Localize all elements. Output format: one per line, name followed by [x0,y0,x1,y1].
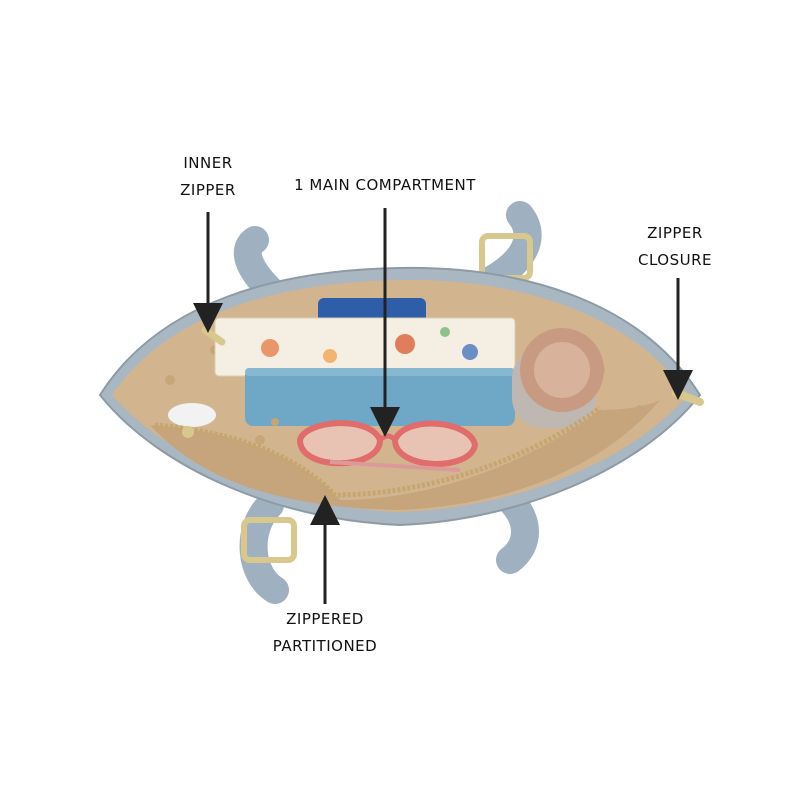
partition-zipper-track [154,405,602,498]
blue-wallet [245,368,515,426]
thermos-bottle [512,328,604,428]
callout-zippered-partitioned-line2: PARTITIONED [272,637,378,655]
callout-inner-zipper-line2: ZIPPER [180,181,236,199]
white-lid [168,403,216,427]
partition-zipper-pull [182,426,194,438]
floral-notebook [214,317,516,377]
callout-zipper-closure: ZIPPER CLOSURE [630,220,720,274]
callout-zippered-partitioned: ZIPPERED PARTITIONED [255,606,395,660]
callout-main-compartment: 1 MAIN COMPARTMENT [280,172,490,199]
callout-inner-zipper: INNER ZIPPER [168,150,248,204]
callout-zipper-closure-line1: ZIPPER [647,224,703,242]
callout-zipper-closure-line2: CLOSURE [637,251,712,269]
zippered-partition [150,400,660,510]
callout-main-compartment-line1: 1 MAIN COMPARTMENT [294,176,476,194]
bottom-left-buckle [241,517,297,563]
sunglasses [296,420,479,472]
callout-inner-zipper-line1: INNER [183,154,233,172]
callout-zippered-partitioned-line1: ZIPPERED [286,610,364,628]
